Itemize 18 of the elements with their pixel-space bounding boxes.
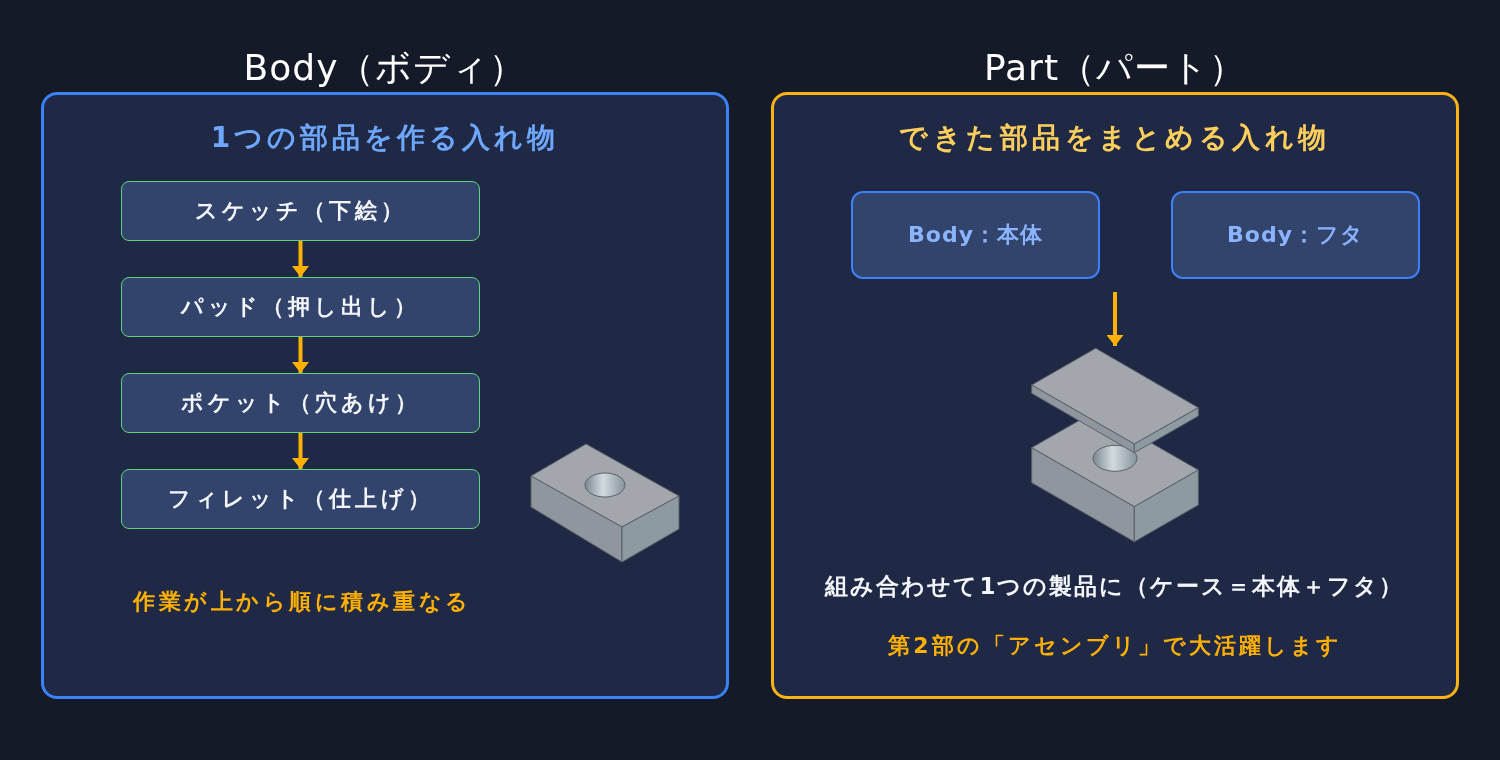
note-text: 作業が上から順に積み重なる (133, 589, 472, 616)
panel-subtitle: できた部品をまとめる入れ物 (899, 121, 1331, 155)
body-box: Body：本体 (851, 191, 1100, 279)
note-text: 第2部の「アセンブリ」で大活躍します (888, 633, 1342, 660)
arrow (292, 337, 309, 373)
body-box: Body：フタ (1171, 191, 1420, 279)
panel-heading: Body（ボディ） (243, 46, 527, 90)
panel-subtitle: 1つの部品を作る入れ物 (210, 121, 560, 155)
caption-text: 組み合わせて1つの製品に（ケース＝本体＋フタ） (825, 573, 1405, 601)
arrow (292, 241, 309, 277)
process-box: スケッチ（下絵） (121, 181, 480, 241)
arrow (292, 433, 309, 469)
assembly-drawing (1030, 346, 1200, 544)
arrow (1106, 292, 1124, 346)
process-box: パッド（押し出し） (121, 277, 480, 337)
process-box: ポケット（穴あけ） (121, 373, 480, 433)
process-box: フィレット（仕上げ） (121, 469, 480, 529)
panel-heading: Part（パート） (983, 46, 1247, 90)
